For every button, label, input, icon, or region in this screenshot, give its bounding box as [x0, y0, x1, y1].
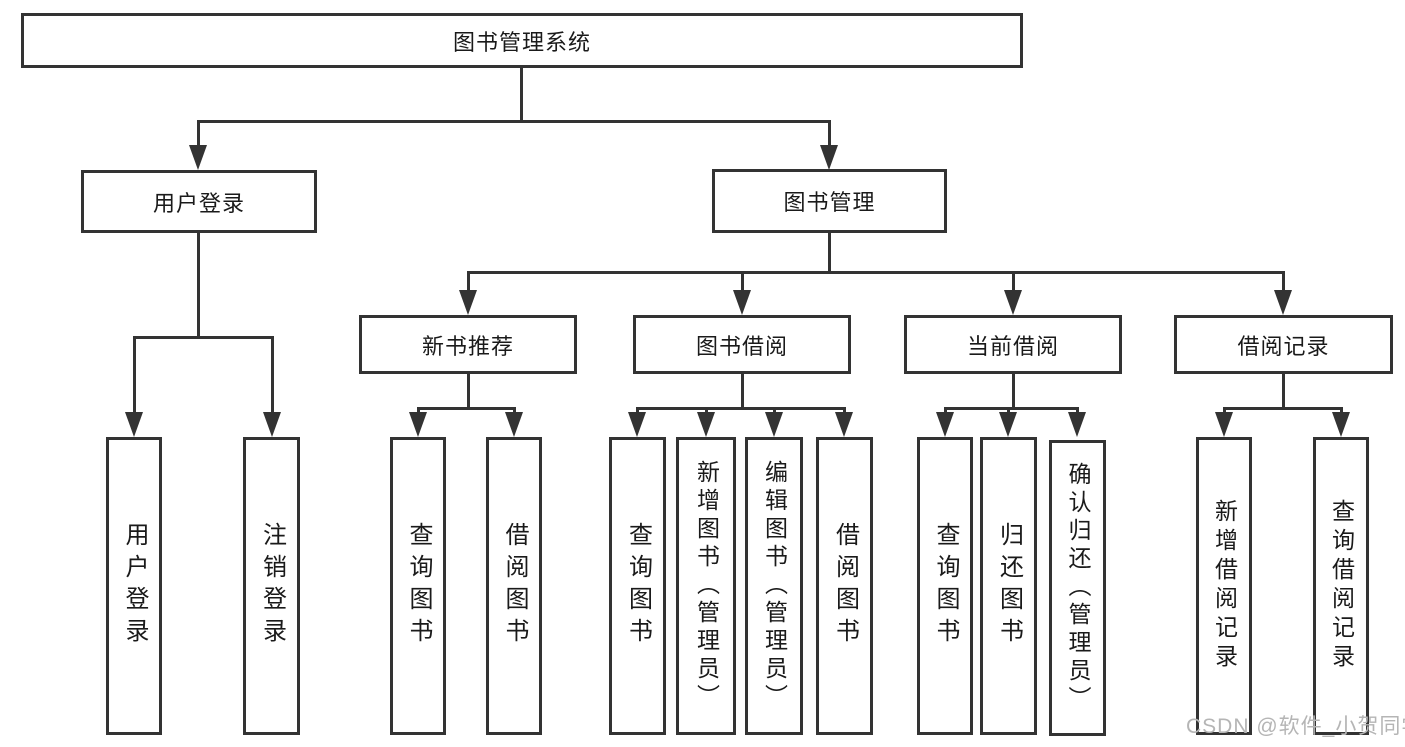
- arrowhead-bb-add: [697, 412, 715, 437]
- connector-records-down: [1282, 374, 1285, 407]
- arrowhead-cb-return: [999, 412, 1017, 437]
- arrowhead-nbr-borrow: [505, 412, 523, 437]
- connector-cb-return: [1007, 407, 1010, 415]
- connector-to-leaf-logout: [271, 336, 274, 415]
- connector-nbr-query: [417, 407, 420, 415]
- arrowhead-cb-confirm: [1068, 412, 1086, 437]
- connector-currentborrow-branch: [944, 407, 1079, 410]
- connector-currentborrow-down: [1012, 374, 1015, 407]
- connector-userlogin-down: [197, 233, 200, 336]
- node-current-borrowing: 当前借阅: [904, 315, 1122, 374]
- leaf-current-query-books: 查询图书: [917, 437, 973, 735]
- arrowhead-bb-edit: [765, 412, 783, 437]
- node-borrowing-records: 借阅记录: [1174, 315, 1393, 374]
- arrowhead-br-query: [1332, 412, 1350, 437]
- connector-bookmgmt-branch: [467, 271, 1284, 274]
- leaf-logout: 注销登录: [243, 437, 300, 735]
- leaf-borrow-add-books-admin: 新增图书（管理员）: [676, 437, 736, 735]
- connector-to-book-management: [828, 120, 831, 148]
- leaf-borrow-query-books: 查询图书: [609, 437, 666, 735]
- connector-to-new-book: [467, 271, 470, 292]
- leaf-current-confirm-return-admin: 确认归还（管理员）: [1049, 440, 1106, 736]
- node-user-login: 用户登录: [81, 170, 317, 233]
- connector-newbook-down: [467, 374, 470, 407]
- arrowhead-cb-query: [936, 412, 954, 437]
- leaf-records-add-record: 新增借阅记录: [1196, 437, 1252, 735]
- node-new-book-recommend: 新书推荐: [359, 315, 577, 374]
- arrowhead-borrow-records: [1274, 290, 1292, 315]
- arrowhead-bb-borrow: [835, 412, 853, 437]
- arrowhead-current-borrow: [1004, 290, 1022, 315]
- leaf-current-return-books: 归还图书: [980, 437, 1037, 735]
- connector-nbr-borrow: [513, 407, 516, 415]
- leaf-records-query-record: 查询借阅记录: [1313, 437, 1369, 735]
- leaf-user-login: 用户登录: [106, 437, 162, 735]
- leaf-borrow-borrow-books: 借阅图书: [816, 437, 873, 735]
- connector-root-branch: [197, 120, 831, 123]
- connector-bb-query: [636, 407, 639, 415]
- arrowhead-book-management: [820, 145, 838, 170]
- connector-records-branch: [1223, 407, 1342, 410]
- arrowhead-leaf-logout: [263, 412, 281, 437]
- connector-bookborrow-down: [741, 374, 744, 407]
- arrowhead-user-login: [189, 145, 207, 170]
- arrowhead-nbr-query: [409, 412, 427, 437]
- connector-bb-add: [705, 407, 708, 415]
- leaf-newrec-query-books: 查询图书: [390, 437, 446, 735]
- node-book-borrowing: 图书借阅: [633, 315, 851, 374]
- arrowhead-leaf-user-login: [125, 412, 143, 437]
- connector-newbook-branch: [417, 407, 516, 410]
- connector-cb-query: [944, 407, 947, 415]
- connector-userlogin-branch: [133, 336, 274, 339]
- node-library-system: 图书管理系统: [21, 13, 1023, 68]
- connector-to-book-borrow: [741, 271, 744, 292]
- arrowhead-book-borrow: [733, 290, 751, 315]
- arrowhead-br-add: [1215, 412, 1233, 437]
- connector-br-add: [1223, 407, 1226, 415]
- arrowhead-new-book: [459, 290, 477, 315]
- connector-bookmgmt-down: [828, 233, 831, 271]
- connector-br-query: [1340, 407, 1343, 415]
- connector-to-borrow-records: [1282, 271, 1285, 292]
- csdn-watermark: CSDN @软件_小贺同学: [1186, 715, 1405, 738]
- connector-bookborrow-branch: [636, 407, 845, 410]
- connector-to-leaf-user-login: [133, 336, 136, 415]
- arrowhead-bb-query: [628, 412, 646, 437]
- connector-to-current-borrow: [1012, 271, 1015, 292]
- connector-bb-borrow: [843, 407, 846, 415]
- leaf-borrow-edit-books-admin: 编辑图书（管理员）: [745, 437, 803, 735]
- connector-bb-edit: [773, 407, 776, 415]
- leaf-newrec-borrow-books: 借阅图书: [486, 437, 542, 735]
- connector-to-user-login: [197, 120, 200, 148]
- connector-cb-confirm: [1076, 407, 1079, 415]
- node-book-management: 图书管理: [712, 169, 947, 233]
- connector-root-down: [520, 68, 523, 120]
